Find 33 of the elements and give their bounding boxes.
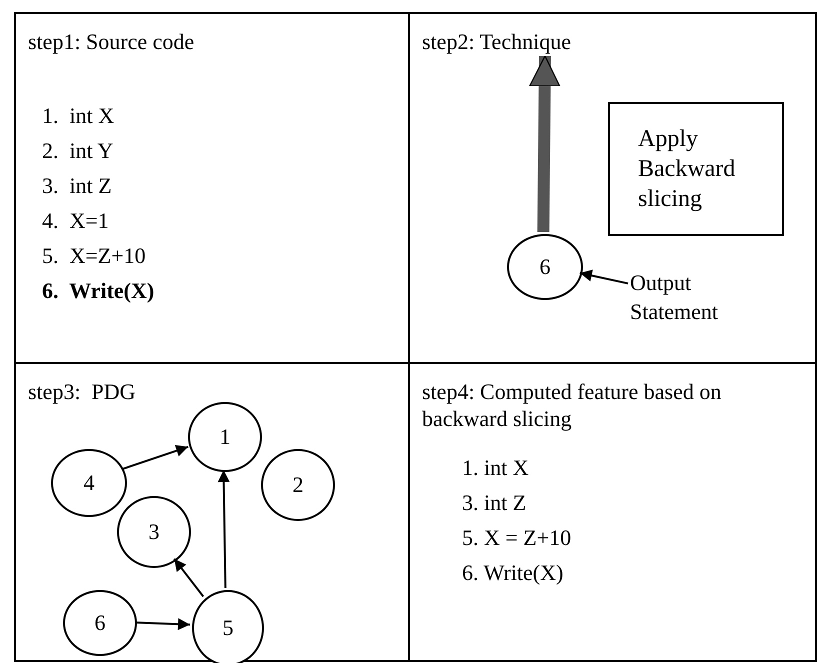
code-line: 6. Write(X)	[462, 559, 564, 586]
arrow	[580, 270, 628, 284]
arrow	[173, 558, 204, 598]
code-line: 1. int X	[462, 454, 529, 481]
code-line: 5. X=Z+10	[42, 242, 146, 269]
code-line: 5. X = Z+10	[462, 524, 572, 551]
panel-heading: step3: PDG	[28, 378, 137, 405]
panel-heading: step2: Technique	[422, 28, 572, 55]
code-line: 1. int X	[42, 102, 114, 129]
arrow	[218, 470, 230, 588]
panel	[14, 12, 410, 364]
node-circle: 1	[188, 402, 262, 472]
annotation-text: Output Statement	[630, 268, 755, 330]
code-line: 3. int Z	[42, 172, 112, 199]
code-line: 4. X=1	[42, 207, 109, 234]
node-circle: 4	[51, 449, 127, 517]
node-circle: 2	[261, 449, 335, 521]
code-line: 2. int Y	[42, 137, 114, 164]
node-circle: 3	[117, 496, 191, 568]
arrow	[134, 618, 190, 630]
node-circle: 6	[507, 234, 583, 300]
node-circle: 5	[192, 590, 264, 663]
process-box: Apply Backward slicing	[608, 102, 784, 236]
node-circle: 6	[63, 590, 137, 656]
panel-heading: step1: Source code	[28, 28, 196, 55]
panel	[408, 12, 817, 364]
code-line: 3. int Z	[462, 489, 526, 516]
panel	[408, 362, 817, 662]
thick-arrow	[529, 55, 560, 232]
arrow	[122, 444, 188, 470]
panel	[14, 362, 410, 662]
code-line: 6. Write(X)	[42, 277, 154, 304]
panel-heading: step4: Computed feature based on backward slicing	[422, 378, 722, 432]
